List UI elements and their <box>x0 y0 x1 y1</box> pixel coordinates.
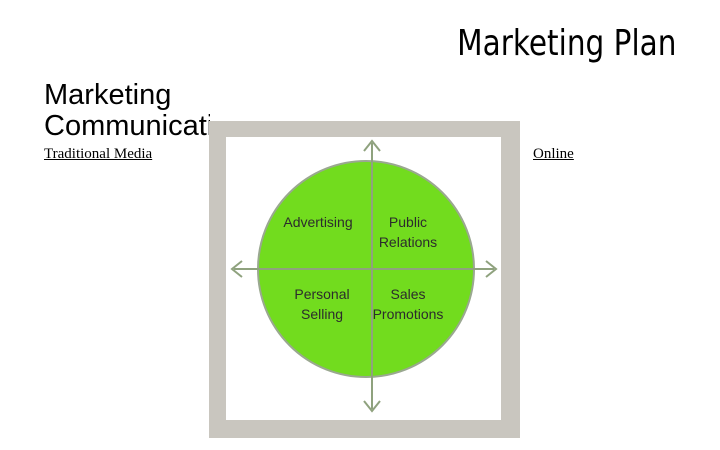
arrow-up-icon <box>363 139 381 152</box>
quadrant-personal-selling-line-1: Personal <box>294 286 349 302</box>
subtitle-line-1: Marketing <box>44 80 172 111</box>
diagram-panel: Advertising Public Relations Personal Se… <box>226 137 501 420</box>
arrow-left-icon <box>230 260 243 278</box>
quadrant-sales-promotions-line-1: Sales <box>390 286 425 302</box>
quadrant-advertising: Advertising <box>283 214 352 230</box>
subtitle-line-2: Communications <box>44 110 210 142</box>
diagram-frame: Advertising Public Relations Personal Se… <box>209 121 520 438</box>
quadrant-personal-selling-line-2: Selling <box>301 306 343 322</box>
quadrant-sales-promotions-line-2: Promotions <box>373 306 444 322</box>
slide-subtitle: Marketing Communications <box>44 80 210 142</box>
slide-title: Marketing Plan <box>456 23 676 64</box>
marketing-mix-diagram: Advertising Public Relations Personal Se… <box>230 139 498 413</box>
online-link[interactable]: Online <box>533 146 574 163</box>
quadrant-public-relations-line-1: Public <box>389 214 427 230</box>
traditional-media-link[interactable]: Traditional Media <box>44 146 153 163</box>
arrow-down-icon <box>363 400 381 413</box>
arrow-right-icon <box>485 260 498 278</box>
quadrant-public-relations-line-2: Relations <box>379 234 437 250</box>
